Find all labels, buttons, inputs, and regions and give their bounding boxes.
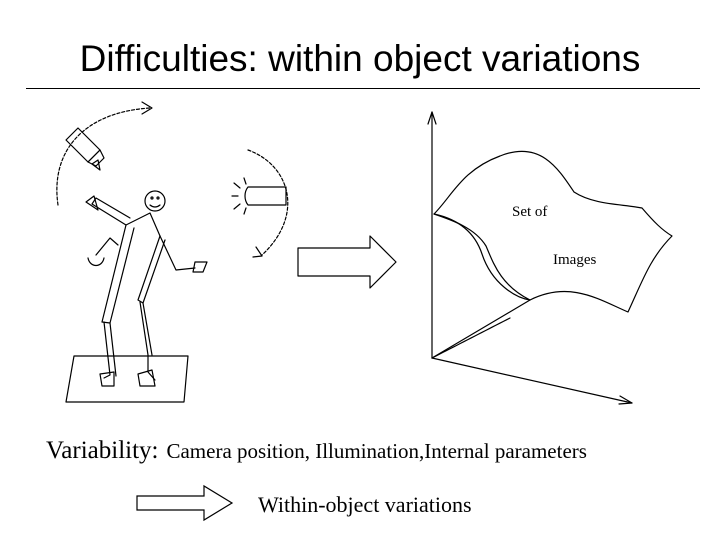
light-orbit-arrowhead	[252, 246, 263, 258]
image-manifold-surface	[433, 150, 673, 313]
camera-icon	[65, 127, 105, 171]
variability-items: Camera position, Illumination,Internal p…	[166, 439, 587, 463]
variability-line: Variability: Camera position, Illuminatio…	[46, 437, 587, 465]
manifold-fold-line	[433, 213, 531, 301]
light-bulb-icon	[231, 177, 287, 215]
transform-arrow-icon	[297, 235, 397, 289]
manifold-label-set-of: Set of	[512, 204, 547, 220]
title-underline	[26, 88, 700, 89]
within-object-label: Within-object variations	[258, 492, 472, 517]
floor-platform	[65, 355, 189, 403]
slide-title: Difficulties: within object variations	[79, 38, 641, 79]
light-orbit-arc	[247, 149, 289, 256]
axes	[427, 111, 633, 405]
variability-label: Variability:	[46, 437, 159, 464]
projection-line	[431, 299, 531, 359]
stick-figure-icon	[85, 190, 208, 387]
manifold-label-images: Images	[553, 252, 596, 268]
within-object-arrow-icon	[136, 484, 234, 522]
camera-orbit-arrowhead	[141, 101, 153, 115]
camera-orbit-arc	[56, 107, 151, 206]
